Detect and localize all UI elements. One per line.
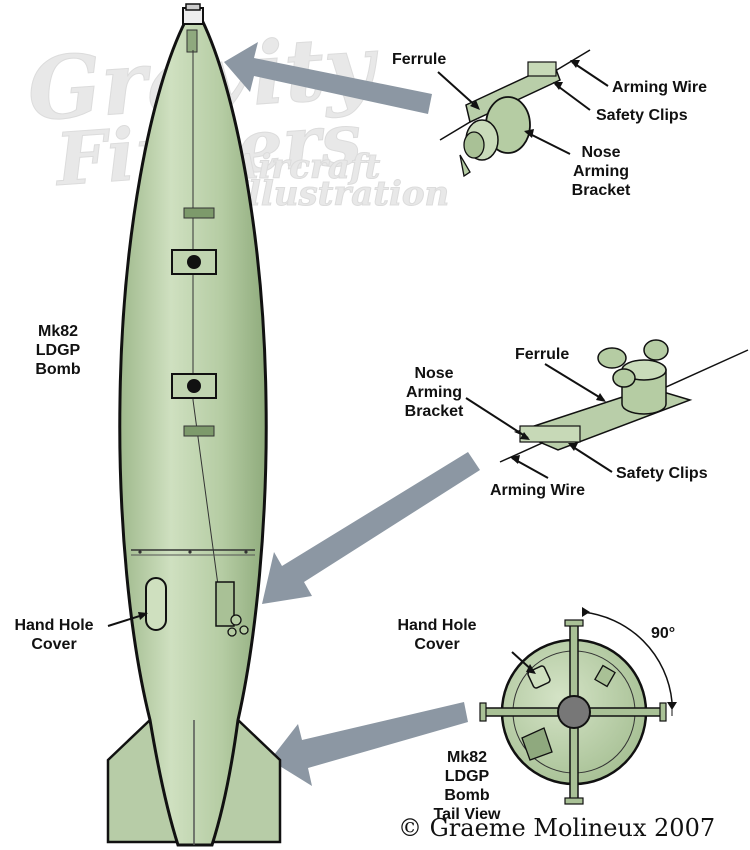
label-safety-clips-top: Safety Clips (596, 107, 688, 124)
label-ferrule-mid: Ferrule (515, 346, 570, 363)
angle-arc (581, 611, 673, 703)
label-hand-hole-left: Hand Hole Cover (14, 617, 94, 653)
watermark-line3: Aircraft (229, 147, 380, 187)
arrow-to-tail (270, 702, 468, 786)
detail-nose-bracket-top (439, 49, 591, 178)
arrow-to-bracket (262, 452, 480, 604)
tail-view (479, 607, 677, 805)
hand-hole-cover (145, 577, 167, 631)
label-ferrule-top: Ferrule (392, 51, 447, 68)
label-safety-clips-mid: Safety Clips (616, 465, 708, 482)
pointer-arrows (224, 42, 480, 786)
body-arming-bracket (215, 581, 249, 637)
label-arming-wire-mid: Arming Wire (490, 482, 585, 499)
leader-heads (138, 60, 606, 674)
watermark-line4: Illustration (231, 174, 449, 214)
label-nose-bracket-top: Nose Arming Bracket (571, 144, 631, 199)
label-nose-bracket-mid: Nose Arming Bracket (404, 365, 464, 420)
label-arming-wire-top: Arming Wire (612, 79, 707, 96)
label-tail-view: Mk82 LDGP Bomb Tail View (433, 749, 501, 823)
arming-wire-line (192, 50, 221, 601)
label-bomb-name: Mk82 LDGP Bomb (35, 323, 81, 378)
label-angle: 90° (651, 625, 676, 642)
label-hand-hole-right: Hand Hole Cover (397, 617, 477, 653)
detail-nose-bracket-mid (499, 339, 749, 463)
leader-lines (107, 61, 613, 673)
arrow-to-nose (224, 42, 432, 114)
copyright-notice: © Graeme Molineux 2007 (398, 814, 716, 842)
bomb-body (106, 3, 282, 847)
